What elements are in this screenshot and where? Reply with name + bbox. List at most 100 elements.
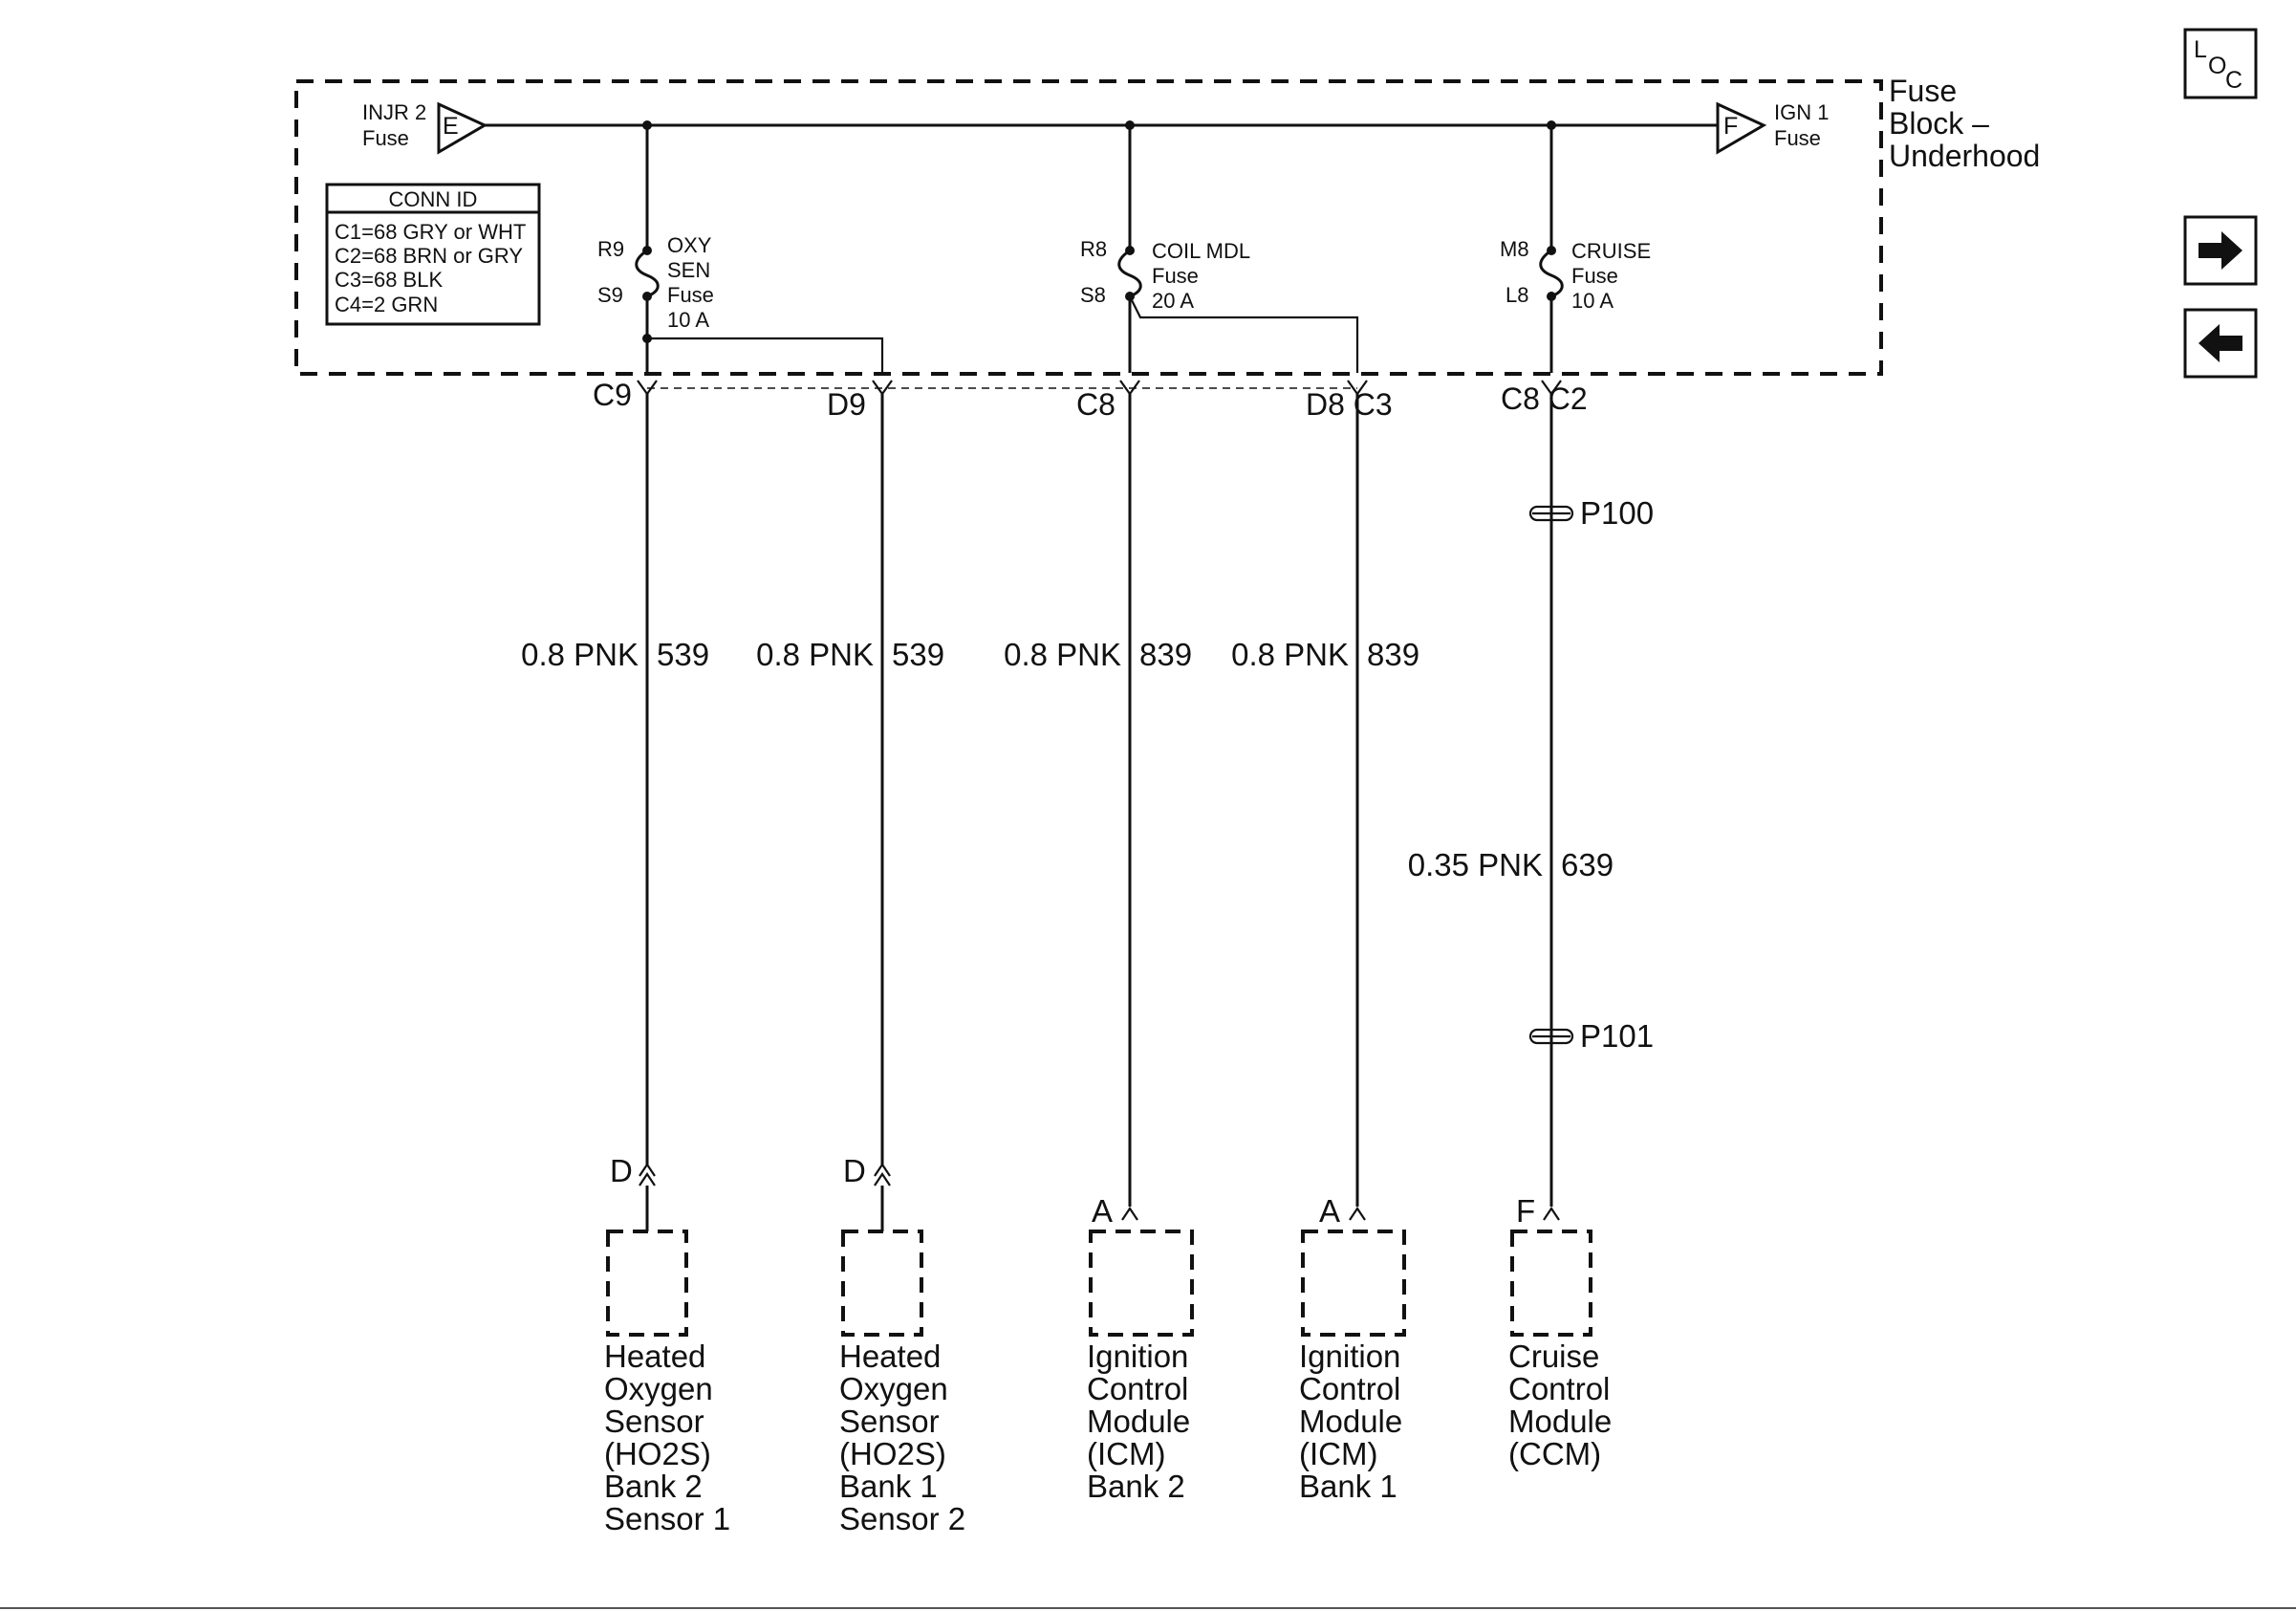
component-pin-label: A: [1319, 1193, 1340, 1229]
terminal-label: C8 C2: [1501, 381, 1588, 416]
connector-pin-icon: [1121, 1207, 1138, 1221]
component-name-line: (CCM): [1508, 1436, 1601, 1471]
circuit-wire: 0.8 PNK 539: [521, 394, 709, 1165]
conn-id-border: [325, 183, 541, 326]
splice-icon: [1528, 505, 1574, 522]
wire-gauge-color: 0.35 PNK: [1408, 847, 1543, 882]
conn-id-row: C2=68 BRN or GRY: [335, 244, 523, 268]
fuse-bottom-pin: S8: [1080, 283, 1106, 307]
wire-circuit-number: 839: [1367, 637, 1419, 672]
conn-id-header: CONN ID: [389, 187, 478, 211]
fuse-top-pin: R8: [1080, 237, 1107, 261]
component-icm-bank1: A Ignition Control Module (ICM) Bank 1: [1299, 1193, 1406, 1504]
source-right-label-line-2: Fuse: [1774, 126, 1821, 150]
fuse-oxy-sen: R9 S9 OXY SEN Fuse 10 A: [597, 125, 884, 373]
wire-circuit-number: 639: [1561, 847, 1614, 882]
loc-icon-c: C: [2225, 67, 2242, 94]
component-ho2s-bank2-sensor1: D Heated Oxygen Sensor (HO2S) Bank 2 Sen…: [604, 1153, 730, 1536]
fuse-top-pin: M8: [1500, 237, 1529, 261]
circuit-wire: 0.8 PNK 839: [1004, 394, 1192, 1207]
fuse-block-title-line-3: Underhood: [1889, 139, 2040, 173]
previous-page-button[interactable]: [2183, 308, 2258, 379]
fuse-top-pin: R9: [597, 237, 624, 261]
fuse-block: Fuse Block – Underhood: [294, 74, 2040, 376]
wire-circuit-number: 539: [657, 637, 709, 672]
source-pin-f: F: [1723, 113, 1738, 140]
conn-id-row: C3=68 BLK: [335, 268, 443, 292]
next-page-button[interactable]: [2183, 215, 2258, 286]
splice-label: P101: [1580, 1018, 1654, 1054]
terminal-label: D8 C3: [1306, 387, 1393, 422]
component-name-line: Sensor: [604, 1404, 704, 1439]
wire-circuit-number: 839: [1139, 637, 1192, 672]
component-box: [841, 1230, 923, 1337]
conn-id-row: C1=68 GRY or WHT: [335, 220, 526, 244]
component-name-line: Bank 1: [839, 1469, 938, 1504]
fuse-bottom-pin: L8: [1505, 283, 1528, 307]
wire-gauge-color: 0.8 PNK: [1231, 637, 1349, 672]
connector-pin-icon: [874, 1163, 891, 1186]
source-left-label-line-1: INJR 2: [362, 100, 426, 124]
branch-wire: [1129, 295, 1359, 373]
splice-label: P100: [1580, 495, 1654, 531]
component-pin-label: D: [843, 1153, 866, 1188]
terminal-label: D9: [827, 387, 866, 422]
circuit-wire: 0.8 PNK 839: [1231, 394, 1419, 1207]
source-left-label-line-2: Fuse: [362, 126, 409, 150]
fuse-label-line: 10 A: [667, 308, 709, 332]
component-name-line: Oxygen: [839, 1371, 948, 1406]
component-name-line: (HO2S): [839, 1436, 946, 1471]
component-box: [1089, 1230, 1194, 1337]
terminal-symbol-icon: [1119, 380, 1140, 396]
component-pin-label: F: [1516, 1193, 1535, 1229]
component-name-line: Control: [1299, 1371, 1400, 1406]
fuse-label-line: OXY: [667, 233, 712, 257]
fuse-coil-mdl: R8 S8 COIL MDL Fuse 20 A: [1080, 125, 1359, 373]
component-name-line: (ICM): [1299, 1436, 1377, 1471]
component-icm-bank2: A Ignition Control Module (ICM) Bank 2: [1087, 1193, 1194, 1504]
connector-pin-icon: [1543, 1207, 1560, 1221]
splice-p100: P100: [1528, 495, 1654, 531]
fuse-label-line: 20 A: [1152, 289, 1194, 313]
component-name-line: Oxygen: [604, 1371, 713, 1406]
component-name-line: Bank 1: [1299, 1469, 1397, 1504]
fuse-block-terminals: C9 D9 C8 D8 C3 C8 C2: [593, 378, 1588, 422]
component-name-line: Heated: [604, 1339, 705, 1374]
component-name-line: Heated: [839, 1339, 941, 1374]
component-name-line: Sensor 1: [604, 1501, 730, 1536]
branch-wire: [647, 337, 884, 373]
component-name-line: Module: [1508, 1404, 1612, 1439]
source-right-label-line-1: IGN 1: [1774, 100, 1829, 124]
arrow-left-icon: [2199, 324, 2242, 362]
fuse-block-title-line-2: Block –: [1889, 106, 1989, 141]
wire-gauge-color: 0.8 PNK: [756, 637, 874, 672]
component-name-line: Ignition: [1299, 1339, 1400, 1374]
fuse-element-icon: [1539, 249, 1564, 298]
component-name-line: Control: [1087, 1371, 1188, 1406]
component-ho2s-bank1-sensor2: D Heated Oxygen Sensor (HO2S) Bank 1 Sen…: [839, 1153, 965, 1536]
component-ccm: F Cruise Control Module (CCM): [1508, 1193, 1612, 1471]
fuse-element-icon: [1117, 249, 1142, 298]
fuse-label-line: Fuse: [1152, 264, 1199, 288]
component-pin-label: D: [610, 1153, 633, 1188]
component-name-line: Ignition: [1087, 1339, 1188, 1374]
splice-icon: [1528, 1028, 1574, 1045]
component-box: [1510, 1230, 1592, 1337]
component-name-line: (HO2S): [604, 1436, 711, 1471]
wire-gauge-color: 0.8 PNK: [1004, 637, 1121, 672]
component-box: [1301, 1230, 1406, 1337]
fuse-element-icon: [635, 249, 660, 298]
loc-button[interactable]: L O C: [2183, 28, 2258, 99]
arrow-right-icon: [2199, 231, 2242, 270]
wire-gauge-color: 0.8 PNK: [521, 637, 639, 672]
fuse-label-line: 10 A: [1571, 289, 1614, 313]
splice-p101: P101: [1528, 1018, 1654, 1054]
component-name-line: Sensor: [839, 1404, 940, 1439]
fuse-cruise: M8 L8 CRUISE Fuse 10 A: [1500, 125, 1651, 373]
loc-icon-o: O: [2208, 53, 2226, 79]
fuse-block-title-line-1: Fuse: [1889, 74, 1957, 108]
fuse-label-line: SEN: [667, 258, 710, 282]
fuse-label-line: CRUISE: [1571, 239, 1651, 263]
fuse-label-line: Fuse: [667, 283, 714, 307]
